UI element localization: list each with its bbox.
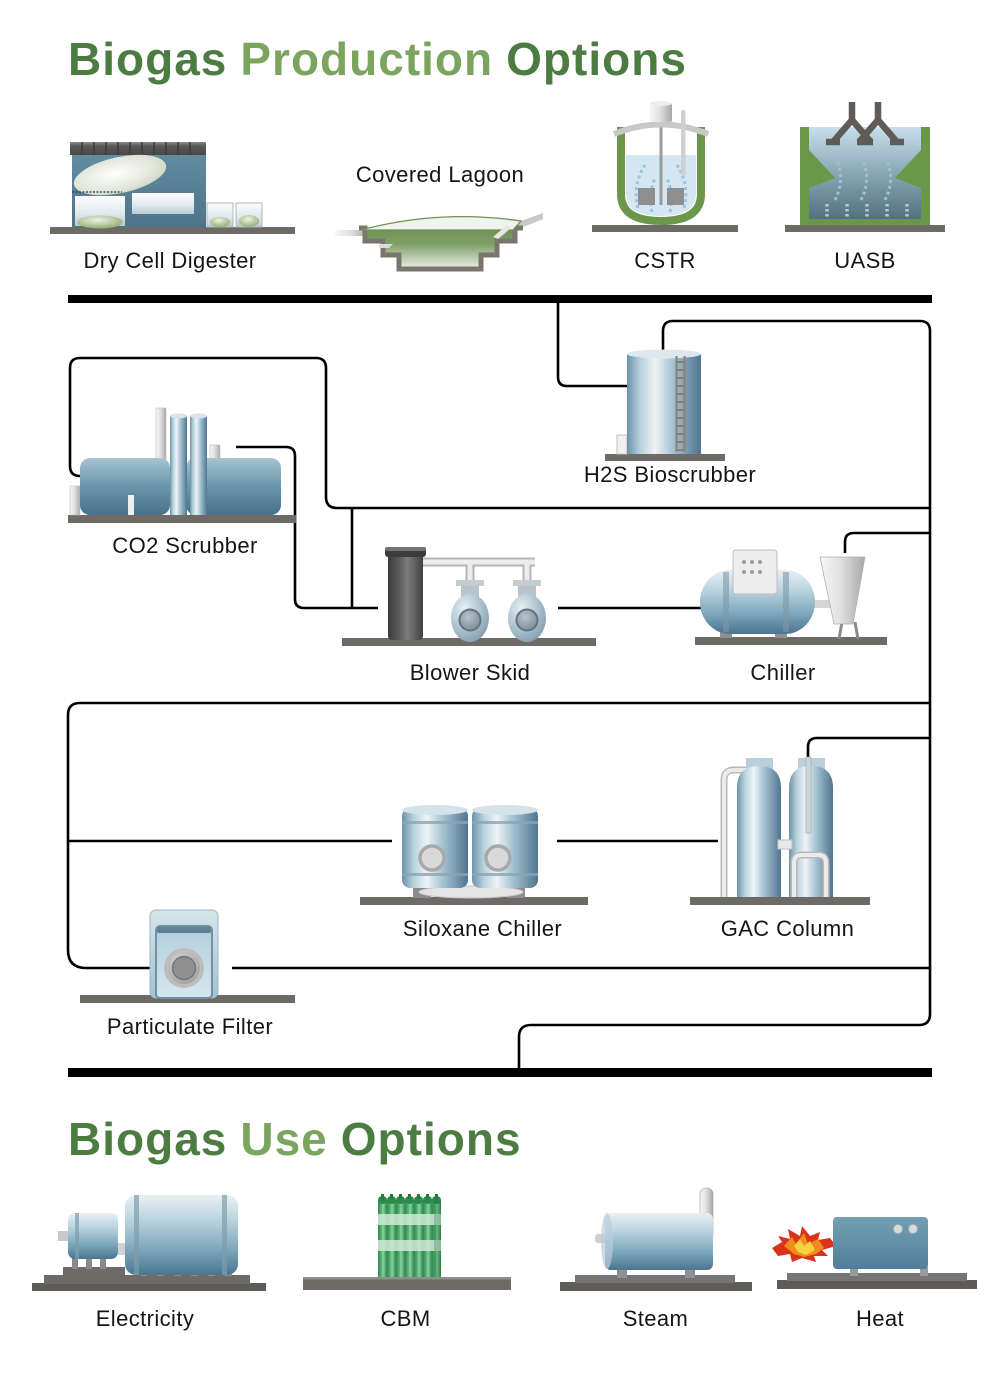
pipe-gac-to-right-main <box>806 736 930 757</box>
covered-lagoon-icon <box>335 213 543 272</box>
pipe-chiller-to-right-main <box>843 531 930 553</box>
chiller-icon <box>695 549 887 645</box>
label-gac-column: GAC Column <box>720 916 855 941</box>
label-particulate-filter: Particulate Filter <box>106 1014 274 1039</box>
label-cstr: CSTR <box>634 248 696 273</box>
label-steam: Steam <box>622 1306 689 1331</box>
collector-bar-production <box>68 295 932 303</box>
label-cbm: CBM <box>380 1306 431 1331</box>
label-co2-scrubber: CO2 Scrubber <box>112 533 258 558</box>
label-covered-lagoon: Covered Lagoon <box>355 162 525 187</box>
production-title-word1: Biogas <box>68 33 228 85</box>
label-siloxane-chiller: Siloxane Chiller <box>402 916 563 941</box>
pipe-left-loop-to-filter <box>66 701 930 970</box>
use-title-word2: Use <box>240 1113 328 1165</box>
label-electricity: Electricity <box>95 1306 195 1331</box>
label-dry-cell-digester: Dry Cell Digester <box>83 248 257 273</box>
production-title-word2: Production <box>240 33 494 85</box>
pipe-collector-to-h2s <box>556 303 632 388</box>
dry-cell-digester-icon <box>50 142 295 234</box>
steam-boiler-icon <box>560 1187 752 1291</box>
cbm-cylinders-icon <box>303 1194 511 1290</box>
pipe-loop-to-co2-scrubber <box>68 356 930 510</box>
siloxane-chiller-icon <box>360 805 588 905</box>
flame-icon <box>772 1226 836 1262</box>
collector-bar-use <box>68 1068 932 1077</box>
label-blower-skid: Blower Skid <box>409 660 531 685</box>
label-chiller: Chiller <box>750 660 816 685</box>
blower-skid-icon <box>342 547 596 646</box>
particulate-filter-icon <box>80 909 295 1003</box>
pipe-h2s-right-loop-to-output <box>517 319 932 1069</box>
h2s-bioscrubber-icon <box>605 349 725 461</box>
cstr-icon <box>592 101 738 232</box>
label-h2s-bioscrubber: H2S Bioscrubber <box>583 462 757 487</box>
uasb-icon <box>785 102 945 232</box>
electricity-genset-icon <box>32 1195 266 1291</box>
label-heat: Heat <box>855 1306 905 1331</box>
pipe-co2-to-blower <box>236 445 378 610</box>
production-title-word3: Options <box>506 33 687 85</box>
use-title-word3: Options <box>340 1113 522 1165</box>
co2-scrubber-icon <box>68 407 296 523</box>
heat-boiler-icon <box>772 1217 977 1289</box>
gac-column-icon <box>690 756 870 905</box>
use-title-word1: Biogas <box>68 1113 228 1165</box>
label-uasb: UASB <box>834 248 896 273</box>
